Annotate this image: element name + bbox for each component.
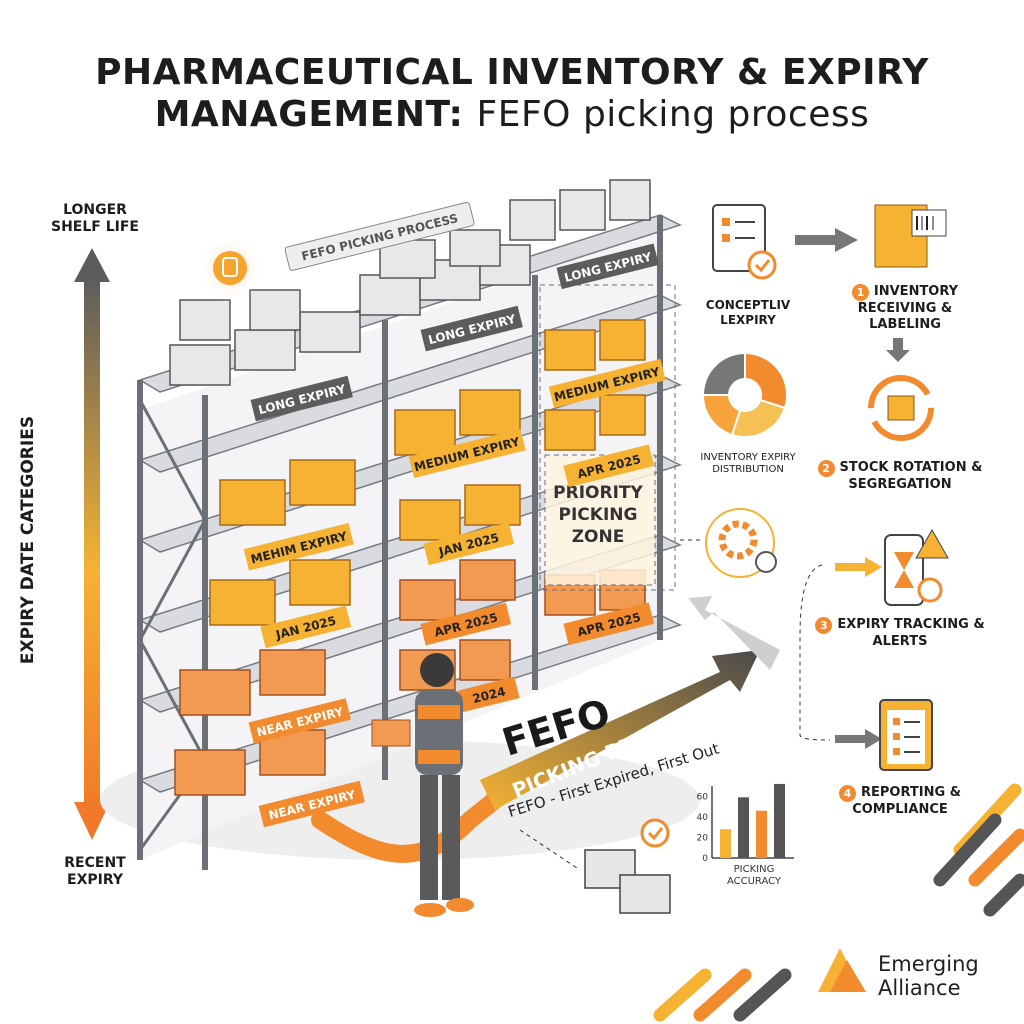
worker-figure xyxy=(371,653,474,917)
tag-jan-2025-2: JAN 2025 xyxy=(437,531,501,560)
title-line-1: PHARMACEUTICAL INVENTORY & EXPIRY xyxy=(95,52,929,93)
step-2-number: 2 xyxy=(817,460,835,477)
step-4-number: 4 xyxy=(838,785,856,802)
tag-fefo-banner: FEFO PICKING PROCESS xyxy=(300,211,459,263)
accuracy-tick-60: 60 xyxy=(697,792,709,802)
medium-amber-boxes xyxy=(209,319,646,626)
rotation-icon xyxy=(868,375,934,441)
step-2-label: STOCK ROTATION & SEGREGATION xyxy=(839,460,983,492)
accuracy-tick-40: 40 xyxy=(697,813,709,823)
shelf-planks xyxy=(138,214,682,793)
check-bubble-icon xyxy=(640,818,670,848)
accuracy-tick-0: 0 xyxy=(702,854,708,864)
tag-apr-2025-3: APR 2025 xyxy=(576,610,642,639)
top-gray-boxes xyxy=(169,179,651,386)
title-line-2: MANAGEMENT: FEFO picking process xyxy=(0,94,1024,136)
fefo-arrow xyxy=(480,650,760,810)
tag-near-expiry-1: NEAR EXPIRY xyxy=(255,704,345,739)
tag-mehim-expiry: MEHIM EXPIRY xyxy=(249,529,349,567)
donut-slice-3 xyxy=(701,394,742,437)
package-label-icon xyxy=(874,204,947,268)
accuracy-bar-4 xyxy=(774,783,785,858)
accuracy-tick-20: 20 xyxy=(697,833,709,843)
tag-apr-2025-2: APR 2025 xyxy=(433,610,499,639)
step-4-label: REPORTING & COMPLIANCE xyxy=(852,785,961,817)
flow-arrow-2 xyxy=(886,338,910,362)
checklist-icon xyxy=(712,204,777,280)
priority-zone-box xyxy=(544,454,656,586)
expiry-axis-arrow xyxy=(74,248,110,840)
flow-arrow-1 xyxy=(795,228,858,252)
distribution-label: INVENTORY EXPIRY DISTRIBUTION xyxy=(700,452,796,475)
title-line-2-bold: MANAGEMENT: xyxy=(154,94,464,135)
tag-apr-2025-1: APR 2025 xyxy=(576,452,642,481)
concept-label: CONCEPTLIV LEXPIRY xyxy=(705,298,791,327)
tag-long-expiry-3: LONG EXPIRY xyxy=(563,250,654,285)
distribution-donut xyxy=(701,351,788,438)
tag-medium-expiry-2: MEDIUM EXPIRY xyxy=(553,365,662,405)
rack-posts xyxy=(137,215,663,870)
gear-icon xyxy=(705,508,777,578)
priority-zone-line-1: PRIORITY xyxy=(553,483,643,503)
flow-arrow-3 xyxy=(835,557,882,577)
return-arrow xyxy=(688,596,780,670)
accuracy-bar-2 xyxy=(738,797,749,858)
rack-brace xyxy=(138,399,207,851)
picked-boxes-icon xyxy=(584,849,671,914)
alert-clock-icon xyxy=(213,251,247,285)
hourglass-alert-icon xyxy=(884,528,949,606)
step-1-label: INVENTORY RECEIVING & LABELING xyxy=(857,284,959,332)
brand-line-1: Emerging xyxy=(878,952,979,976)
donut-slice-2 xyxy=(730,398,787,438)
tag-long-expiry-1: LONG EXPIRY xyxy=(257,382,348,417)
clipboard-report-icon xyxy=(879,699,933,771)
tag-near-expiry-2: NEAR EXPIRY xyxy=(267,787,357,822)
flow-arrow-4 xyxy=(835,729,882,749)
donut-slice-4 xyxy=(701,351,746,396)
priority-zone-line-3: ZONE xyxy=(572,527,625,547)
floor-shadow xyxy=(100,740,700,860)
priority-zone-outline xyxy=(539,284,676,591)
axis-top-label: LONGER SHELF LIFE xyxy=(51,202,139,235)
fefo-sub-label: FEFO - First Expired, First Out xyxy=(506,739,721,820)
accuracy-bar-3 xyxy=(756,810,767,858)
accuracy-bar-1 xyxy=(720,829,731,858)
step-3-label: EXPIRY TRACKING & ALERTS xyxy=(837,617,985,649)
fefo-big-label: FEFO xyxy=(497,690,615,764)
priority-zone-line-2: PICKING xyxy=(559,505,638,525)
tag-jan-2025-1: JAN 2025 xyxy=(274,614,338,643)
page-title: PHARMACEUTICAL INVENTORY & EXPIRY MANAGE… xyxy=(0,52,1024,136)
donut-slice-1 xyxy=(744,351,788,410)
step-1-number: 1 xyxy=(851,284,869,301)
axis-side-label: EXPIRY DATE CATEGORIES xyxy=(18,415,38,665)
dashed-connector xyxy=(799,564,831,741)
tag-2024: 2024 xyxy=(471,684,507,706)
near-orange-boxes xyxy=(174,559,646,796)
brand-logo-icon xyxy=(818,948,866,992)
tag-medium-expiry-1: MEDIUM EXPIRY xyxy=(413,435,522,475)
title-line-2-light: FEFO picking process xyxy=(476,94,870,135)
brand-name: Emerging Alliance xyxy=(878,952,979,1000)
step-3-number: 3 xyxy=(815,617,833,634)
shelf-tags: FEFO PICKING PROCESS LONG EXPIRY LONG EX… xyxy=(243,201,666,828)
accuracy-title-line-1: PICKING xyxy=(734,864,775,875)
pick-path-arrow xyxy=(311,791,504,863)
axis-bottom-label: RECENT EXPIRY xyxy=(64,855,126,888)
fefo-arrow-label: PICKING PROCESS xyxy=(509,704,706,802)
rack xyxy=(137,214,682,870)
tag-long-expiry-2: LONG EXPIRY xyxy=(427,312,518,347)
brand-line-2: Alliance xyxy=(878,976,961,1000)
accuracy-title-line-2: ACCURACY xyxy=(727,876,782,887)
